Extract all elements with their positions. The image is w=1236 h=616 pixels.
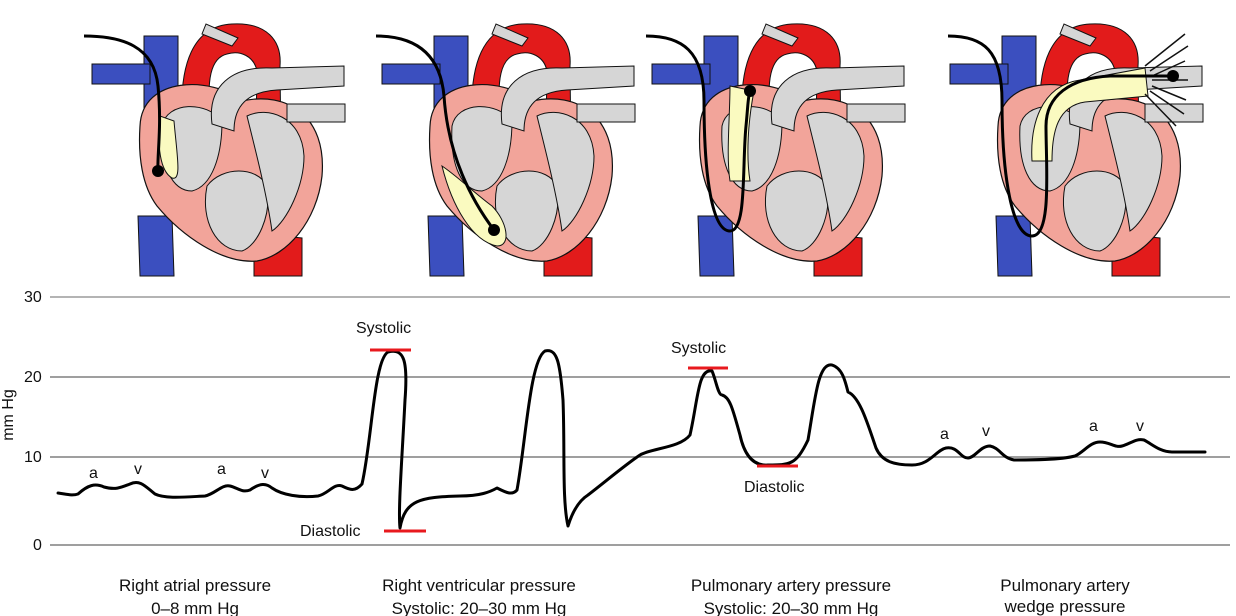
y-tick-0: 0	[33, 537, 42, 554]
pw-v-wave-label-1: v	[982, 423, 990, 440]
ra-v-wave-label-2: v	[261, 465, 269, 482]
caption-pulmonary-artery-range: Systolic: 20–30 mm Hg	[704, 599, 879, 616]
y-tick-30: 30	[24, 289, 42, 306]
y-tick-20: 20	[24, 369, 42, 386]
ra-a-wave-label-1: a	[89, 465, 98, 482]
caption-wedge-title-line1: Pulmonary artery	[1000, 576, 1130, 595]
pa-diastolic-label: Diastolic	[744, 479, 804, 496]
pw-a-wave-label-2: a	[1089, 418, 1098, 435]
rv-diastolic-label: Diastolic	[300, 523, 360, 540]
heart-catheter-wedge-position	[947, 23, 1204, 277]
pressure-waveform	[56, 349, 1207, 530]
caption-wedge-title-line2: wedge pressure	[1004, 597, 1126, 616]
pw-a-wave-label-1: a	[940, 426, 949, 443]
heart-catheter-right-ventricle	[375, 23, 636, 277]
y-axis-label: mm Hg	[0, 389, 17, 441]
pressure-chart: 30 20 10 0 mm Hg a v a v Systolic Diasto…	[0, 289, 1230, 554]
caption-right-atrial-title: Right atrial pressure	[119, 576, 271, 595]
ra-v-wave-label-1: v	[134, 461, 142, 478]
caption-right-ventricular-title: Right ventricular pressure	[382, 576, 576, 595]
caption-right-ventricular-range: Systolic: 20–30 mm Hg	[392, 599, 567, 616]
heart-catheter-pulmonary-artery	[645, 23, 906, 277]
rv-systolic-label: Systolic	[356, 320, 411, 337]
pw-v-wave-label-2: v	[1136, 418, 1144, 435]
y-tick-10: 10	[24, 449, 42, 466]
pa-systolic-label: Systolic	[671, 340, 726, 357]
panel-captions: Right atrial pressure 0–8 mm Hg Right ve…	[119, 576, 1130, 616]
caption-pulmonary-artery-title: Pulmonary artery pressure	[691, 576, 891, 595]
ra-a-wave-label-2: a	[217, 461, 226, 478]
heart-catheter-right-atrium	[83, 23, 346, 277]
caption-right-atrial-range: 0–8 mm Hg	[151, 599, 239, 616]
